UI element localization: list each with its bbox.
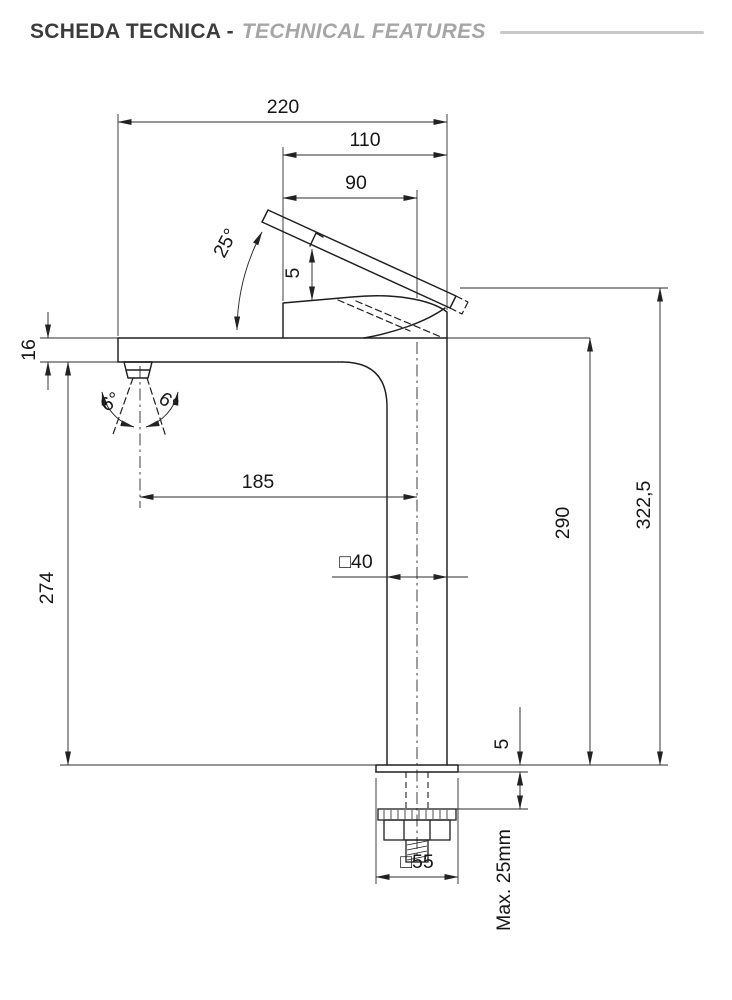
dim-label-max-counter: Max. 25mm [493, 829, 515, 931]
dim-label-handle-angle: 25° [209, 225, 242, 261]
mounting-hardware [377, 772, 457, 863]
handle-lever [261, 209, 457, 309]
dim-label-head-width: 110 [349, 129, 380, 151]
handle-notch [309, 232, 324, 247]
dim-label-plate-thickness: 5 [491, 738, 513, 749]
dim-label-spout-reach: 185 [242, 471, 275, 493]
threaded-rod [405, 839, 429, 863]
dim-arc-6deg-left [101, 391, 135, 428]
header-rule [499, 30, 704, 34]
dimension-labels: 220 110 90 25° 5 16 6° 6° 185 274 290 32… [18, 96, 655, 931]
head-spout-curve [363, 307, 446, 339]
faucet-outline [111, 295, 459, 773]
dim-label-underside-height: 274 [36, 572, 58, 605]
dim-label-overall-height: 322,5 [633, 480, 655, 529]
body-left-edge [341, 361, 388, 766]
dim-label-cartridge-width: 90 [345, 172, 367, 194]
sheet-header: SCHEDA TECNICA - TECHNICAL FEATURES [30, 20, 704, 44]
handle [261, 209, 469, 338]
sheet-title: SCHEDA TECNICA - [30, 20, 234, 43]
dim-label-overall-width: 220 [267, 96, 300, 118]
centerlines [139, 342, 418, 862]
dim-label-body-height: 290 [552, 507, 574, 540]
head-outline [282, 295, 448, 339]
dim-label-spray-right: 6° [154, 388, 182, 417]
dim-arc-6deg-right [145, 391, 179, 428]
base-plate [375, 764, 459, 773]
dim-label-spout-section: 16 [18, 339, 40, 361]
aerator [123, 361, 153, 379]
extension-lines [40, 114, 668, 884]
handle-hidden-tail [449, 295, 469, 315]
dimension-lines [45, 119, 663, 880]
dim-label-body-section: □40 [339, 551, 373, 573]
handle-hidden-position [337, 299, 442, 338]
sheet-subtitle: TECHNICAL FEATURES [241, 20, 486, 43]
dim-label-base-section: □55 [400, 851, 434, 873]
dim-label-handle-clearance: 5 [282, 267, 304, 278]
dim-arc-25deg [234, 231, 263, 331]
